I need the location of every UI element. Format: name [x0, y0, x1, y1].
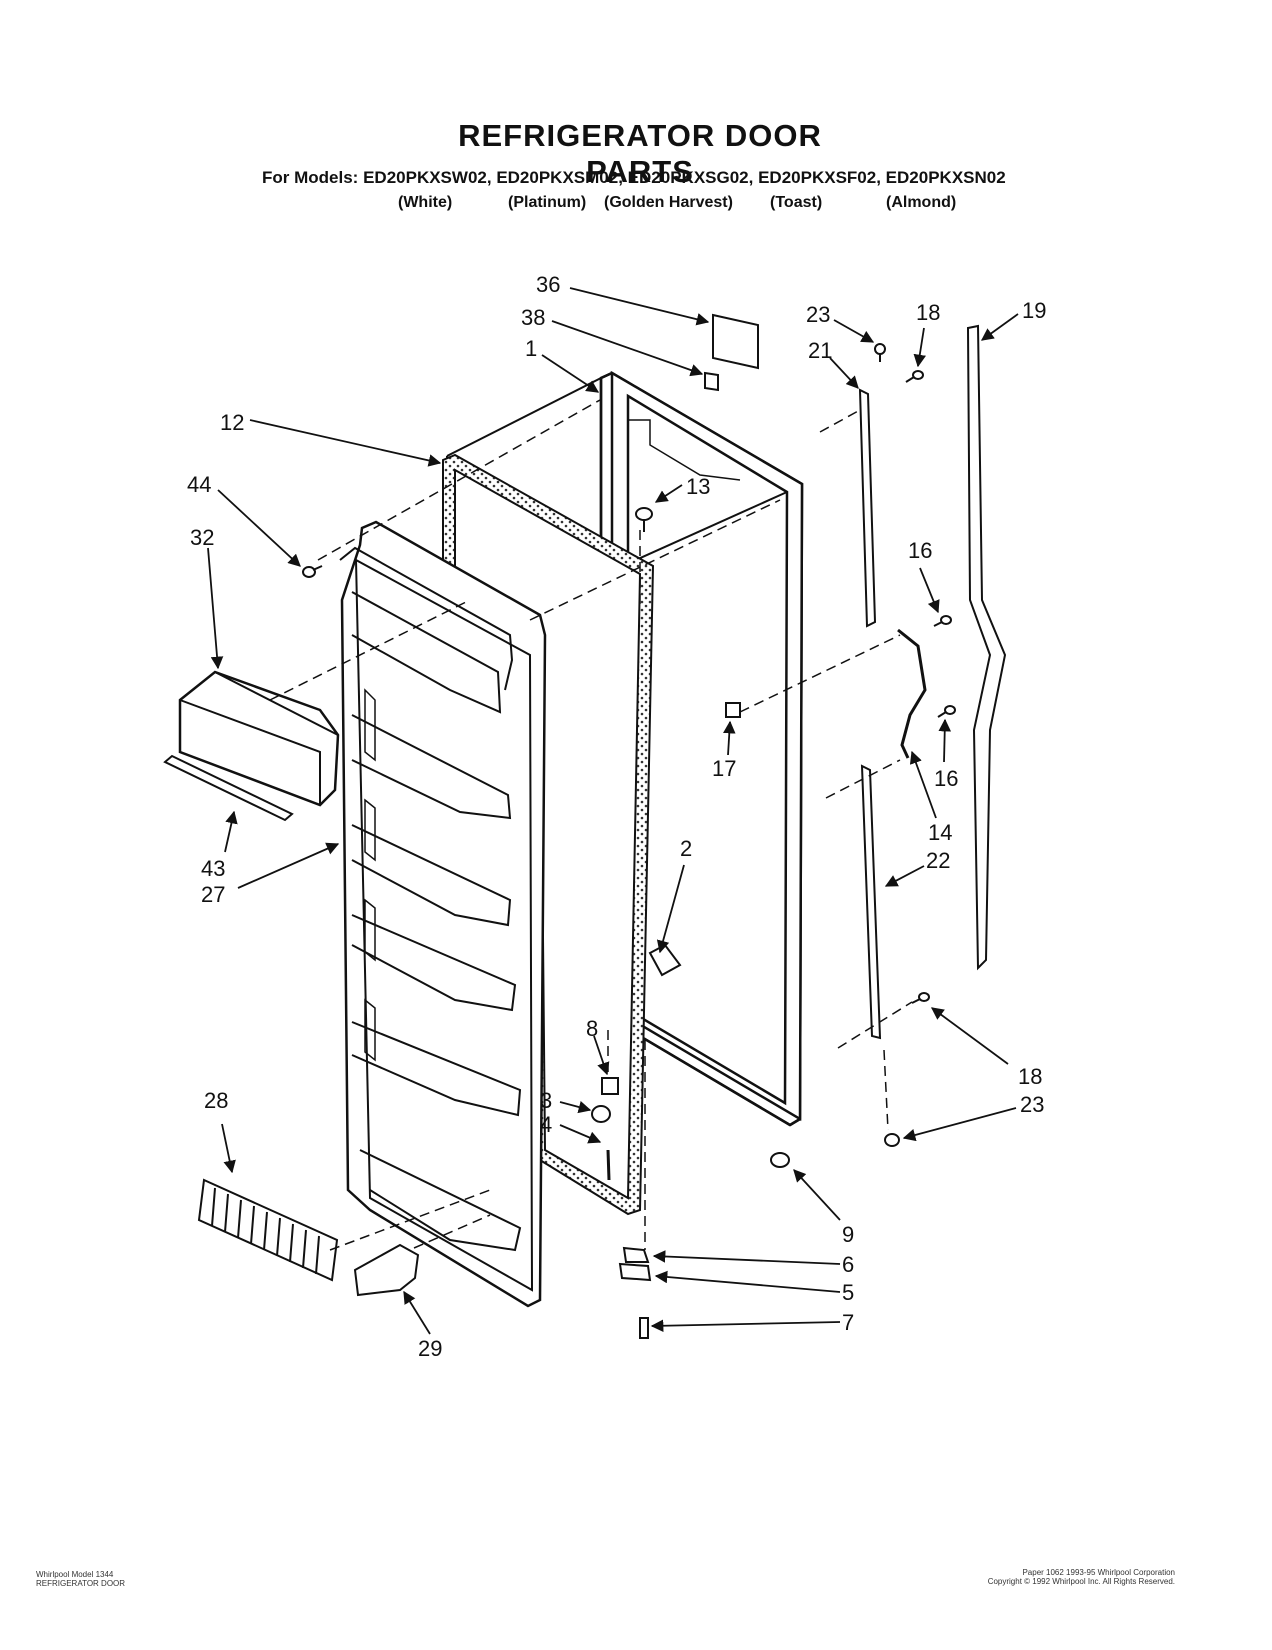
screw-18-top [905, 370, 924, 383]
part-label: 22 [926, 848, 950, 873]
cover-29 [353, 1243, 420, 1297]
part-38-clip [704, 371, 719, 392]
model-number: ED20PKXSG02, [627, 168, 754, 187]
color-almond: (Almond) [886, 194, 957, 211]
screw-18-bottom [911, 992, 930, 1004]
part-label: 28 [204, 1088, 228, 1113]
screw-16-b [937, 705, 956, 718]
part-label: 17 [712, 756, 736, 781]
leader-arrows [207, 287, 1019, 1335]
model-number: ED20PKXSN02 [885, 168, 1006, 187]
part-label: 16 [934, 766, 958, 791]
door-liner [339, 520, 547, 1308]
screw-4 [606, 1149, 611, 1181]
model-number: ED20PKXSM02, [496, 168, 623, 187]
page-title: REFRIGERATOR DOOR PARTS [458, 118, 822, 189]
dairy-trim [163, 754, 294, 822]
part-label: 7 [842, 1310, 854, 1335]
footer-left: Whirlpool Model 1344 REFRIGERATOR DOOR [36, 1570, 125, 1588]
part-label: 29 [418, 1336, 442, 1361]
screw-23-top [874, 343, 886, 362]
bushing-9 [770, 1152, 790, 1168]
part-label: 23 [1020, 1092, 1044, 1117]
screw-13 [635, 507, 653, 532]
cam-3 [591, 1105, 611, 1123]
part-label: 6 [842, 1252, 854, 1277]
part-label: 32 [190, 525, 214, 550]
part-label: 38 [521, 305, 545, 330]
door-gasket [442, 453, 655, 1216]
part-36-cover [712, 313, 759, 370]
hinge-6 [622, 1246, 650, 1263]
screw-44 [302, 565, 323, 578]
hinge-5 [618, 1262, 652, 1282]
footer-copyright: Copyright © 1992 Whirlpool Inc. All Righ… [987, 1577, 1175, 1586]
lower-door-trim [860, 764, 882, 1040]
model-number: ED20PKXSW02, [363, 168, 492, 187]
upper-door-trim [858, 388, 877, 628]
models-line: For Models: ED20PKXSW02, ED20PKXSM02, ED… [262, 168, 1006, 188]
part-label: 43 [201, 856, 225, 881]
footer-section: REFRIGERATOR DOOR [36, 1579, 126, 1588]
part-label: 36 [536, 272, 560, 297]
part-label: 13 [686, 474, 710, 499]
part-label: 4 [540, 1112, 552, 1137]
part-label: 16 [908, 538, 932, 563]
part-label: 5 [842, 1280, 854, 1305]
grille-28 [197, 1178, 339, 1282]
part-label: 18 [1018, 1064, 1042, 1089]
model-number: ED20PKXSF02, [758, 168, 881, 187]
screw-23-bottom [884, 1133, 900, 1147]
part-label: 8 [586, 1016, 598, 1041]
color-white: (White) [398, 194, 453, 211]
part-label: 12 [220, 410, 244, 435]
door-handle [966, 324, 1007, 971]
part-label: 18 [916, 300, 940, 325]
models-prefix: For Models: [262, 168, 359, 187]
color-golden-harvest: (Golden Harvest) [604, 194, 733, 211]
part-label: 1 [525, 336, 537, 361]
part-label: 27 [201, 882, 225, 907]
clip-17 [725, 702, 741, 718]
part-label: 14 [928, 820, 952, 845]
part-label: 44 [187, 472, 211, 497]
color-toast: (Toast) [770, 194, 823, 211]
color-platinum: (Platinum) [508, 194, 587, 211]
alignment-lines [269, 399, 913, 1251]
handle-bracket [897, 628, 927, 759]
dairy-door [178, 670, 340, 807]
footer-model: Whirlpool Model 1344 [36, 1570, 114, 1579]
footer-paper: Paper 1062 1993-95 Whirlpool Corporation [1022, 1568, 1175, 1577]
cam-8 [601, 1077, 619, 1095]
hinge-pin-7 [639, 1317, 649, 1339]
footer-right: Paper 1062 1993-95 Whirlpool Corporation… [985, 1568, 1175, 1586]
part-label: 2 [680, 836, 692, 861]
part-label: 23 [806, 302, 830, 327]
part-label: 19 [1022, 298, 1046, 323]
part-label: 21 [808, 338, 832, 363]
part-label: 9 [842, 1222, 854, 1247]
screw-16-a [933, 615, 952, 627]
part-label: 3 [540, 1088, 552, 1113]
